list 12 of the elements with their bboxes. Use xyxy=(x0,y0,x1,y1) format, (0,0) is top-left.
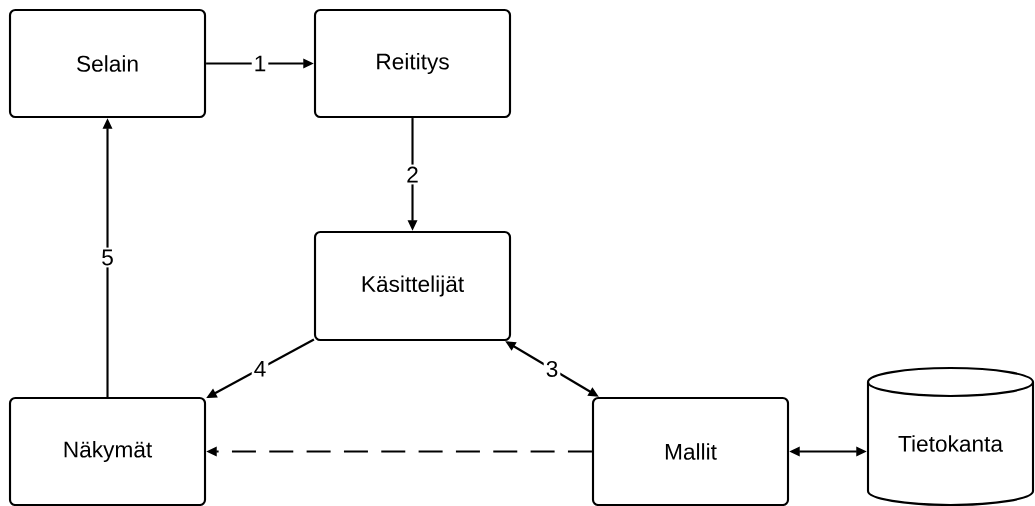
edge-label: 4 xyxy=(251,359,269,379)
process-box: Reititys xyxy=(313,8,512,119)
node-label: Tietokanta xyxy=(898,435,1003,452)
process-box: Näkymät xyxy=(8,396,207,506)
edge-label: 3 xyxy=(543,358,561,379)
edge-label: 1 xyxy=(251,53,269,74)
process-box: Käsittelijät xyxy=(313,230,512,342)
edge-label: 2 xyxy=(404,164,421,185)
database-cylinder: Tietokanta xyxy=(866,366,1035,506)
process-box: Selain xyxy=(8,8,207,119)
edge-label: 5 xyxy=(99,247,116,268)
process-box: Mallit xyxy=(591,396,790,506)
